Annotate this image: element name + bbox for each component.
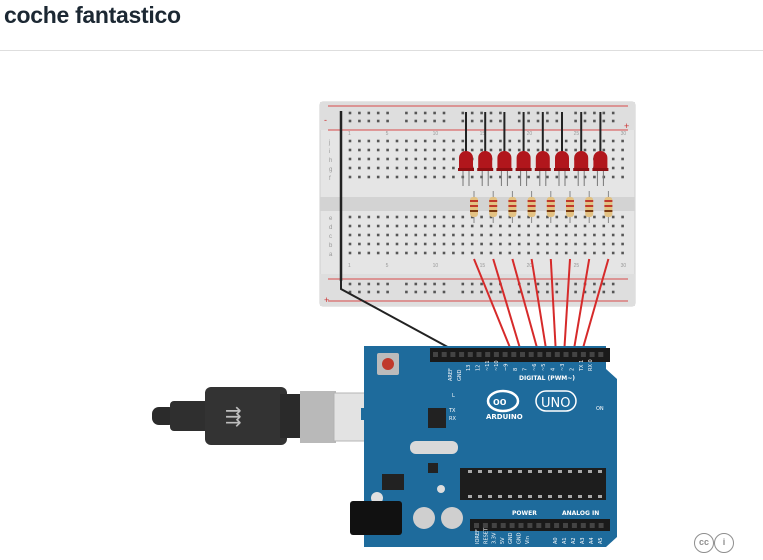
svg-text:+: + [324,295,329,305]
digital-pin-label: ~9 [504,364,510,371]
signal-wire [473,258,514,356]
digital-pin-label: TX 1 [579,360,585,372]
power-pin-label: IOREF [475,529,481,544]
column-number: 25 [574,131,580,137]
analog-pin-label: A2 [571,537,577,544]
column-number: 5 [386,131,389,137]
analog-pin-label: A1 [562,537,568,544]
power-pin-label: 3.3V [492,532,498,544]
column-number: 10 [433,131,439,137]
column-number: 1 [348,263,351,269]
power-pin-label: Vin [525,536,531,544]
signal-wire [492,258,523,356]
arduino-board: oo [350,346,617,547]
led [535,151,550,169]
arduino-logo-icon [486,389,520,413]
digital-pin-label: 12 [475,365,481,371]
digital-header-label: DIGITAL (PWM~) [519,375,575,382]
aref-pin-label: AREF [448,368,454,381]
led-array [458,112,609,186]
led [459,151,473,169]
power-pin-label: RESET [483,527,489,544]
digital-pin-label: ~6 [532,364,538,371]
digital-pin-label: ~3 [560,364,566,371]
signal-wires [473,258,610,356]
power-pin-label: 5V [500,537,506,544]
column-number: 1 [348,131,351,137]
license-badge: cc i [694,533,736,555]
row-letter: b [329,243,333,249]
led [555,151,569,169]
power-pin-label: GND [508,532,514,544]
digital-pin-label: 8 [513,368,519,371]
arduino-brand-label: ARDUINO [486,413,523,421]
column-number: 20 [527,263,533,269]
on-led-label: ON [596,406,604,412]
svg-text:oo: oo [493,396,507,408]
digital-pin-label: 4 [551,368,557,371]
gnd-pin-label: GND [457,369,463,381]
column-number: 10 [433,263,439,269]
resistor-array [470,191,613,223]
tx-led-label: TX [448,408,456,414]
column-number: 15 [480,263,486,269]
analog-pin-label: A0 [553,537,559,544]
row-letter: d [329,225,332,231]
digital-pin-label: RX 0 [588,359,594,371]
analog-pin-label: A5 [598,537,604,544]
creative-commons-icon: cc [694,533,714,553]
column-number: 25 [574,263,580,269]
led [478,151,493,169]
signal-wire [549,258,557,356]
reset-button[interactable] [382,358,394,370]
signal-wire [580,258,610,356]
attribution-icon: i [714,533,734,553]
page-title: coche fantastico [4,2,181,28]
row-letter: h [329,158,332,164]
signal-wire [572,258,591,356]
row-letter: j [328,140,330,146]
page-header: coche fantastico [0,0,763,51]
row-letter: e [329,216,333,222]
led [593,151,608,169]
digital-pin-label: 7 [522,368,528,371]
svg-text:⇶: ⇶ [225,404,242,428]
gnd-wire-to-arduino [340,281,456,352]
signal-wire [511,258,540,356]
power-header-label: POWER [512,510,537,517]
signal-wire [563,258,571,356]
digital-pin-label: 2 [569,368,575,371]
column-number: 30 [621,131,627,137]
row-letter: f [329,176,331,182]
column-number: 20 [527,131,533,137]
arduino-model-label: UNO [541,396,570,411]
row-letter: c [329,234,332,240]
analog-pin-label: A4 [589,537,595,544]
column-number: 15 [480,131,486,137]
row-letter: a [329,252,333,258]
column-number: 5 [386,263,389,269]
svg-text:+: + [624,121,629,131]
analog-header-label: ANALOG IN [562,510,599,517]
column-number: 30 [621,263,627,269]
row-letter: g [329,167,332,173]
led [516,151,531,169]
digital-pin-label: ~11 [485,360,491,371]
digital-pin-label: ~5 [541,364,547,371]
svg-text:-: - [324,115,327,125]
power-pin-label: GND [517,532,523,544]
rx-led-label: RX [449,416,456,422]
l-led-label: L [452,393,455,399]
analog-pin-label: A3 [580,537,586,544]
digital-pin-label: ~10 [494,360,500,371]
row-letter: i [329,149,330,155]
signal-wire [530,258,548,356]
digital-pin-label: 13 [466,365,472,371]
led [497,151,512,169]
led [574,151,589,169]
